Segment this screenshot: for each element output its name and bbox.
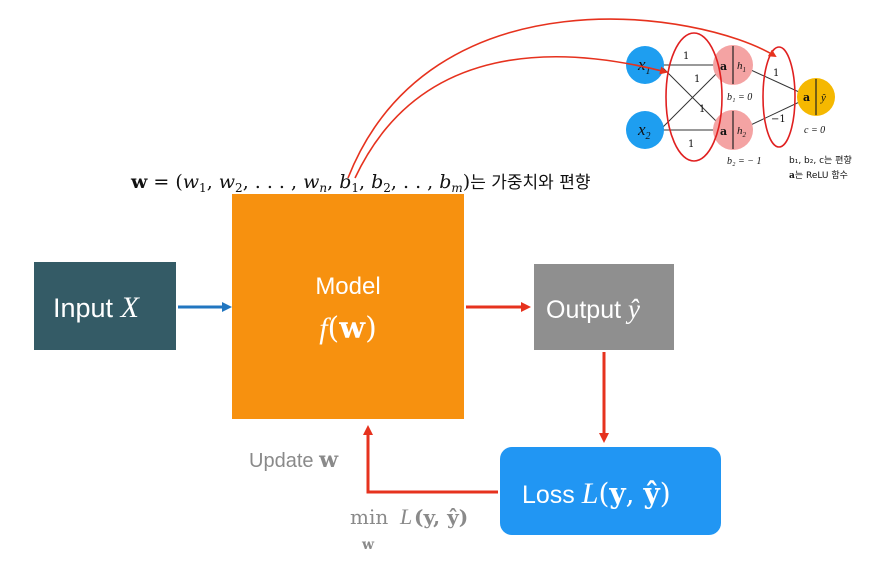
bias-c: c = 0: [804, 125, 825, 136]
weights-ellipse-layer1: [665, 32, 723, 162]
weight-h1-y: 1: [773, 68, 779, 79]
x1-label: x1: [637, 55, 651, 77]
h1-label: h1: [737, 60, 746, 74]
min-subscript: w: [361, 537, 375, 553]
edge-x2-h1: [659, 64, 726, 131]
bias-b1: b₁ = 0: [727, 92, 752, 103]
min-loss-func: L: [399, 504, 412, 529]
model-label: Model: [315, 273, 380, 300]
h1-activation: a: [720, 60, 727, 73]
loss-label: Loss L(y, ŷ): [522, 477, 671, 510]
neural-network: x1 x2 a h1 a h2 a ŷ 1 1 1 1 1 −1 b₁ = 0 …: [626, 32, 852, 181]
input-box: [34, 262, 176, 350]
min-loss-label: min L (y, ŷ) w: [350, 504, 468, 553]
min-word: min: [350, 505, 388, 529]
output-label: Output ŷ: [546, 294, 640, 324]
h2-activation: a: [720, 125, 727, 138]
model-box: [232, 194, 464, 419]
relu-note: a는 ReLU 함수: [789, 170, 848, 181]
curved-arrow-to-layer2: [347, 18, 777, 179]
curved-arrow-to-layer1: [354, 56, 668, 179]
input-block: Input X: [34, 262, 176, 350]
output-block: Output ŷ: [534, 264, 674, 350]
weights-ellipse-layer2: [762, 46, 796, 148]
output-label: ŷ: [820, 92, 826, 104]
update-label: Update w: [249, 447, 339, 473]
model-block: Model f(w): [232, 194, 464, 419]
input-node-x2: [626, 111, 664, 149]
loss-block: Loss L(y, ŷ): [500, 447, 721, 535]
weight-h2-y: −1: [771, 114, 786, 125]
weight-x1-h2: 1: [694, 74, 700, 85]
x2-label: x2: [637, 120, 651, 142]
input-label: Input X: [53, 291, 141, 324]
arrow-loss-to-model: [363, 425, 498, 494]
weight-x2-h2: 1: [688, 139, 694, 150]
input-node-x1: [626, 46, 664, 84]
output-box: [534, 264, 674, 350]
output-activation: a: [803, 91, 810, 104]
loss-box: [500, 447, 721, 535]
model-function: f(w): [319, 311, 377, 346]
h2-label: h2: [737, 125, 747, 139]
min-loss-args: (y, ŷ): [414, 505, 468, 529]
bias-note: b₁, b₂, c는 편향: [789, 154, 852, 166]
weights-caption: w = (w1, w2, . . . , wn, b1, b2, . . , b…: [130, 171, 591, 195]
weight-x1-h1: 1: [683, 51, 689, 62]
weight-x2-h1: 1: [699, 104, 705, 115]
bias-b2: b₂ = − 1: [727, 156, 761, 167]
